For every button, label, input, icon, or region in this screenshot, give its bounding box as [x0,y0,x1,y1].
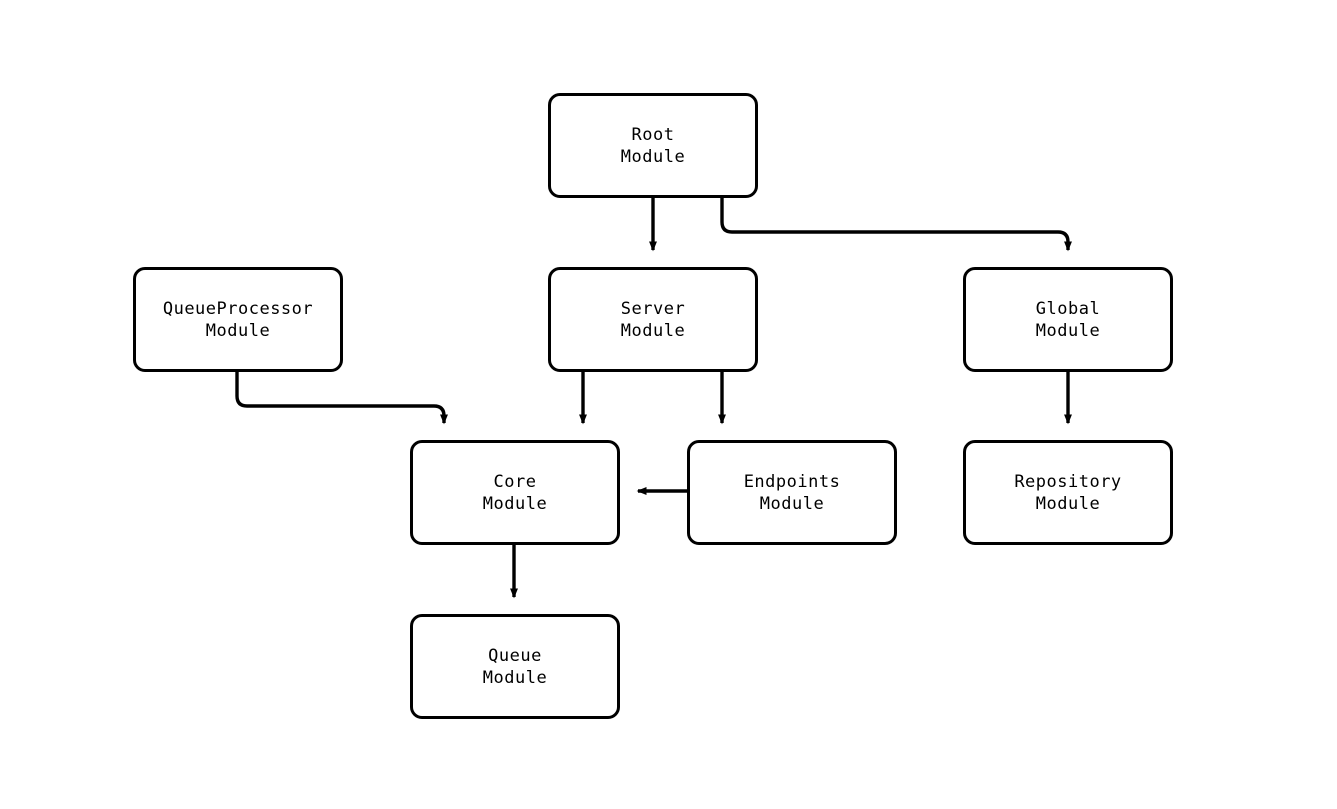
node-queueprocessor-subtitle: Module [205,320,271,341]
node-global-subtitle: Module [1035,320,1101,341]
node-repository[interactable]: Repository Module [963,440,1173,545]
edge-root-global [720,198,1072,252]
node-core[interactable]: Core Module [410,440,620,545]
node-queueprocessor-title: QueueProcessor [162,298,314,319]
node-global-title: Global [1035,298,1101,319]
node-repository-title: Repository [1014,471,1122,492]
node-global[interactable]: Global Module [963,267,1173,372]
node-core-subtitle: Module [482,493,548,514]
node-queue-title: Queue [488,645,542,666]
node-repository-subtitle: Module [1035,493,1101,514]
node-endpoints-title: Endpoints [743,471,841,492]
node-core-title: Core [493,471,537,492]
node-server-subtitle: Module [620,320,686,341]
node-endpoints[interactable]: Endpoints Module [687,440,897,545]
node-root-subtitle: Module [620,146,686,167]
node-endpoints-subtitle: Module [759,493,825,514]
node-server-title: Server [620,298,686,319]
node-root[interactable]: Root Module [548,93,758,198]
edge-queueprocessor-core [235,372,448,425]
node-queue[interactable]: Queue Module [410,614,620,719]
node-queueprocessor[interactable]: QueueProcessor Module [133,267,343,372]
node-root-title: Root [631,124,675,145]
node-server[interactable]: Server Module [548,267,758,372]
node-queue-subtitle: Module [482,667,548,688]
